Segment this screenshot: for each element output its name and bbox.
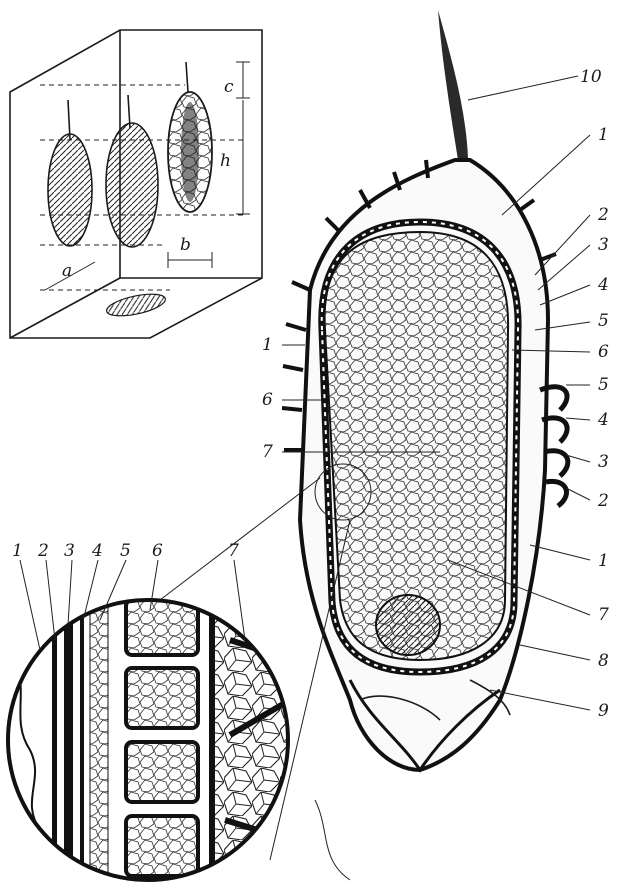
mag-label-4: 4 bbox=[91, 541, 103, 561]
dim-h-arrow bbox=[236, 100, 250, 214]
label-right-2a: 2 bbox=[597, 205, 609, 225]
mag-label-2: 2 bbox=[37, 541, 49, 561]
label-10: 10 bbox=[580, 67, 602, 87]
label-right-8: 8 bbox=[598, 651, 609, 671]
layer-5 bbox=[90, 590, 108, 887]
label-right-1b: 1 bbox=[598, 551, 609, 571]
label-right-1a: 1 bbox=[598, 125, 609, 145]
dim-label-b: b bbox=[180, 235, 191, 255]
embryo bbox=[376, 595, 440, 655]
magnified-circle: 1 2 3 4 5 6 7 bbox=[0, 541, 300, 887]
label-left-7: 7 bbox=[262, 442, 273, 462]
mag-label-6: 6 bbox=[152, 541, 163, 561]
grain-section bbox=[282, 10, 568, 770]
box-floor-edge bbox=[10, 278, 120, 338]
leader-bot-1 bbox=[530, 545, 590, 560]
label-right-4a: 4 bbox=[597, 275, 609, 295]
label-left-1: 1 bbox=[262, 335, 273, 355]
label-right-3b: 3 bbox=[598, 452, 609, 472]
inset-box: c h b a bbox=[10, 30, 262, 338]
layer-4 bbox=[80, 590, 84, 887]
layer-3 bbox=[64, 590, 73, 887]
leader-mid-4 bbox=[566, 418, 590, 420]
stray-fiber bbox=[315, 800, 350, 880]
label-right-3a: 3 bbox=[598, 235, 609, 255]
leader-9 bbox=[490, 690, 590, 710]
label-right-7: 7 bbox=[598, 605, 609, 625]
dim-label-c: c bbox=[224, 77, 234, 97]
leader-top-2 bbox=[535, 215, 590, 275]
mag-label-3: 3 bbox=[64, 541, 75, 561]
label-right-6: 6 bbox=[598, 342, 609, 362]
mag-label-7: 7 bbox=[228, 541, 239, 561]
leader-8 bbox=[520, 645, 590, 660]
leader-10 bbox=[468, 76, 578, 100]
label-right-5a: 5 bbox=[598, 311, 609, 331]
seed-shadow bbox=[105, 290, 167, 320]
dim-c-arrow bbox=[236, 62, 250, 98]
seed-view-back bbox=[168, 62, 212, 212]
leader-top-1 bbox=[502, 135, 590, 215]
label-right-4b: 4 bbox=[597, 410, 609, 430]
leader-top-3 bbox=[538, 245, 590, 290]
dim-label-a: a bbox=[62, 261, 72, 281]
leader-mid-2 bbox=[566, 488, 590, 500]
dim-label-h: h bbox=[220, 151, 231, 171]
seed-view-front bbox=[48, 100, 92, 246]
mag-label-1: 1 bbox=[12, 541, 23, 561]
label-right-9: 9 bbox=[598, 701, 609, 721]
label-left-6: 6 bbox=[262, 390, 273, 410]
seed-view-side bbox=[106, 95, 158, 247]
label-right-5b: 5 bbox=[598, 375, 609, 395]
awn bbox=[438, 10, 468, 160]
label-right-2b: 2 bbox=[597, 491, 609, 511]
mag-label-5: 5 bbox=[120, 541, 131, 561]
